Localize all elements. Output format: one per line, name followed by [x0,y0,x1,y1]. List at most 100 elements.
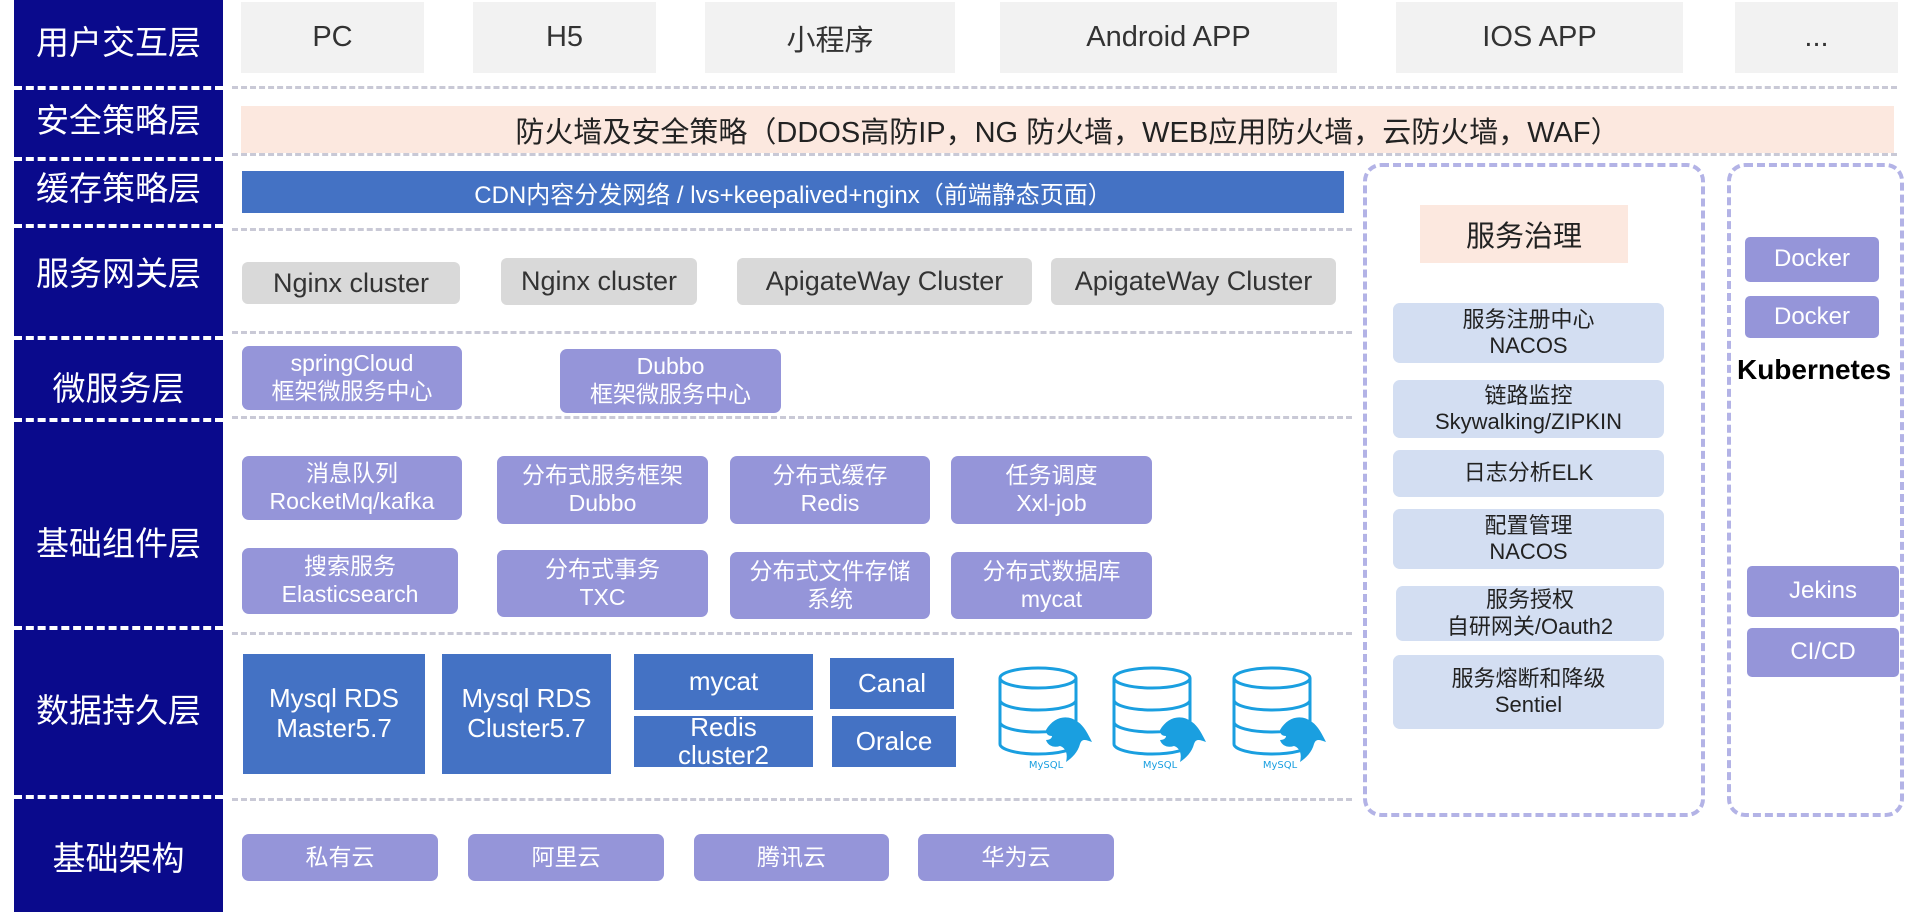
box-line: 框架微服务中心 [271,378,433,404]
box-line: Dubbo [568,490,637,516]
docker-box-2: Docker [1745,296,1879,338]
mysql-cylinder-dolphin-icon [1232,666,1326,762]
layer-separator [232,86,1897,89]
layer-label-security: 安全策略层 [36,102,201,139]
redis-cluster-box: Redis cluster2 [634,713,813,768]
box-line: 自研网关/Oauth2 [1446,613,1614,639]
box-line: TXC [579,583,626,610]
client-pc: PC [241,2,424,73]
component-distributed-file-storage: 分布式文件存储 系统 [730,552,930,619]
cloud-private: 私有云 [242,834,438,881]
box-line: Skywalking/ZIPKIN [1434,409,1623,434]
gateway-apigateway-cluster-2: ApigateWay Cluster [1051,258,1336,305]
box-line: 服务注册中心 [1462,306,1595,332]
sidebar-separator [14,626,223,630]
box-line: RocketMq/kafka [269,488,435,514]
box-line: Mysql RDS [268,683,399,714]
component-message-queue: 消息队列 RocketMq/kafka [242,456,462,520]
box-line: 分布式服务框架 [522,462,683,489]
box-line: Mysql RDS [461,683,592,714]
mysql-database-icon: MySQL [1228,664,1332,774]
docker-box-1: Docker [1745,237,1879,282]
mysql-icon-caption: MySQL [1142,760,1178,771]
box-line: 框架微服务中心 [590,381,751,407]
mysql-database-icon: MySQL [1108,664,1212,774]
ci-cd-box: CI/CD [1747,628,1899,677]
governance-registry: 服务注册中心 NACOS [1393,303,1664,363]
box-line: Cluster5.7 [467,713,586,743]
component-distributed-database: 分布式数据库 mycat [951,552,1152,619]
box-line: 系统 [807,585,853,612]
box-line: 搜索服务 [304,553,396,580]
kubernetes-panel [1727,163,1904,817]
box-line: 配置管理 [1484,512,1573,538]
box-line: Xxl-job [1016,490,1087,516]
box-line: Sentiel [1494,692,1563,717]
component-distributed-cache: 分布式缓存 Redis [730,456,930,524]
box-line: NACOS [1489,333,1568,358]
mysql-cylinder-dolphin-icon [998,666,1092,762]
layer-separator [232,228,1352,231]
box-line: 分布式数据库 [982,557,1121,584]
box-line: 任务调度 [1005,462,1098,489]
governance-circuit-breaker: 服务熔断和降级 Sentiel [1393,655,1664,729]
client-android-app: Android APP [1000,2,1337,73]
box-line: 分布式文件存储 [749,557,911,584]
layer-sidebar: 用户交互层 安全策略层 缓存策略层 服务网关层 微服务层 基础组件层 数据持久层… [14,0,223,912]
sidebar-separator [14,418,223,422]
mysql-rds-cluster: Mysql RDS Cluster5.7 [442,654,611,774]
box-line: 服务熔断和降级 [1451,665,1606,691]
box-line: 服务授权 [1485,587,1574,613]
layer-label-persistence: 数据持久层 [36,692,201,729]
layer-separator [232,416,1352,419]
box-line: Master5.7 [276,713,392,743]
oracle-box: Oralce [832,716,956,767]
cloud-tencent: 腾讯云 [694,834,889,881]
cdn-banner: CDN内容分发网络 / lvs+keepalived+nginx（前端静态页面） [242,171,1344,213]
microservice-springcloud: springCloud 框架微服务中心 [242,346,462,410]
layer-label-gateway: 服务网关层 [36,255,201,292]
sidebar-separator [14,795,223,799]
service-governance-title: 服务治理 [1420,205,1628,263]
layer-separator [232,798,1352,801]
box-line: 分布式事务 [545,555,660,582]
jenkins-box: Jekins [1747,566,1899,617]
layer-label-cache: 缓存策略层 [36,170,201,207]
security-policy-banner: 防火墙及安全策略（DDOS高防IP，NG 防火墙，WEB应用防火墙，云防火墙，W… [241,106,1894,153]
component-task-scheduling: 任务调度 Xxl-job [951,456,1152,524]
layer-label-components: 基础组件层 [36,525,201,562]
service-governance-panel [1363,163,1705,817]
mysql-cylinder-dolphin-icon [1112,666,1206,762]
box-line: Elasticsearch [281,581,419,607]
layer-separator [232,153,1897,156]
box-line: NACOS [1489,539,1568,564]
mysql-icon-caption: MySQL [1028,760,1064,771]
gateway-apigateway-cluster-1: ApigateWay Cluster [737,258,1032,305]
component-search-service: 搜索服务 Elasticsearch [242,548,458,614]
client-ios-app: IOS APP [1396,2,1683,73]
kubernetes-title: Kubernetes [1736,354,1892,385]
client-mini-program: 小程序 [705,2,955,73]
mysql-database-icon: MySQL [994,664,1098,774]
box-line: 消息队列 [306,460,398,487]
layer-label-user: 用户交互层 [36,24,201,61]
mysql-icon-caption: MySQL [1262,760,1298,771]
mycat-box: mycat [634,654,813,710]
layer-separator [232,632,1352,635]
gateway-nginx-cluster-1: Nginx cluster [242,262,460,304]
box-line: mycat [1020,585,1083,612]
component-distributed-service-framework: 分布式服务框架 Dubbo [497,456,708,524]
box-line: Redis [800,490,860,516]
gateway-nginx-cluster-2: Nginx cluster [501,258,697,305]
governance-log-analysis: 日志分析ELK [1393,450,1664,497]
sidebar-separator [14,224,223,228]
box-line: springCloud [290,350,414,377]
mysql-rds-master: Mysql RDS Master5.7 [243,654,425,774]
box-line: Dubbo [636,353,705,380]
governance-tracing: 链路监控 Skywalking/ZIPKIN [1393,380,1664,438]
governance-auth: 服务授权 自研网关/Oauth2 [1396,586,1664,641]
governance-config: 配置管理 NACOS [1393,509,1664,569]
box-line: 链路监控 [1484,382,1573,408]
microservice-dubbo: Dubbo 框架微服务中心 [560,349,781,413]
client-h5: H5 [473,2,656,73]
